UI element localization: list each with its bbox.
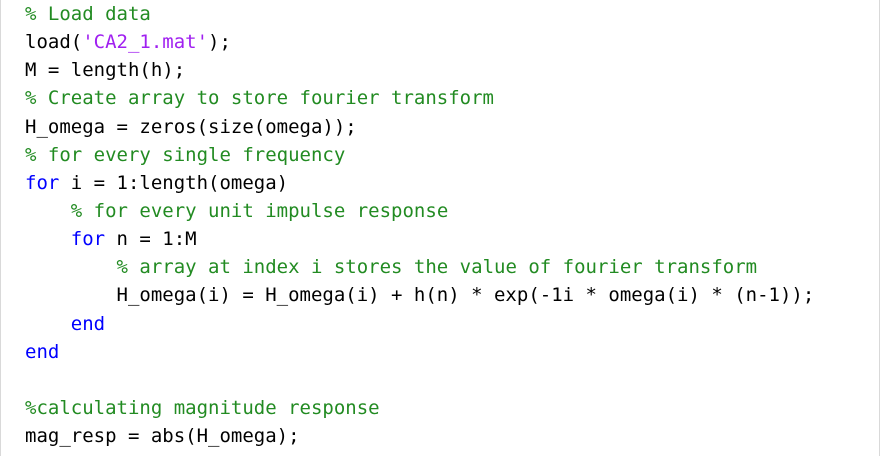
code-line[interactable]: H_omega(i) = H_omega(i) + h(n) * exp(-1i…: [25, 281, 815, 309]
code-token-plain: n = 1:M: [105, 228, 197, 251]
code-area[interactable]: % Load data load('CA2_1.mat'); M = length(…: [25, 0, 814, 450]
code-line[interactable]: end: [25, 338, 814, 366]
code-token-comment: % for every unit impulse response: [70, 199, 449, 222]
code-token-comment: % Create array to store fourier transfor…: [25, 87, 494, 110]
code-token-plain: H_omega = zeros(size(omega));: [25, 115, 357, 138]
code-token-comment: % for every single frequency: [25, 143, 346, 166]
code-token-plain: M = length(h);: [25, 59, 186, 82]
code-token-plain: H_omega(i) = H_omega(i) + h(n) * exp(-1i…: [25, 284, 815, 307]
code-line[interactable]: % Create array to store fourier transfor…: [25, 84, 814, 112]
code-line[interactable]: mag_resp = abs(H_omega);: [25, 422, 814, 450]
code-token-plain: );: [208, 31, 231, 54]
code-token-string: 'CA2_1.mat': [82, 31, 209, 54]
code-line[interactable]: H_omega = zeros(size(omega));: [25, 113, 814, 141]
code-token-plain: i = 1:length(omega): [59, 171, 289, 194]
code-token-plain: [25, 313, 71, 335]
code-token-plain: [25, 228, 71, 250]
code-token-keyword: end: [25, 340, 60, 363]
code-token-comment: %calculating magnitude response: [25, 396, 380, 419]
code-line[interactable]: for n = 1:M: [25, 225, 814, 253]
code-line[interactable]: % array at index i stores the value of f…: [25, 253, 814, 281]
code-line[interactable]: for i = 1:length(omega): [25, 169, 814, 197]
code-token-comment: % Load data: [25, 3, 151, 25]
code-token-comment: % array at index i stores the value of f…: [116, 256, 758, 279]
code-line[interactable]: end: [25, 310, 814, 338]
code-line[interactable]: % for every unit impulse response: [25, 197, 814, 225]
code-line[interactable]: load('CA2_1.mat');: [25, 28, 814, 56]
code-line[interactable]: % for every single frequency: [25, 141, 814, 169]
code-token-keyword: end: [70, 312, 106, 335]
code-token-plain: mag_resp = abs(H_omega);: [25, 425, 300, 448]
code-line[interactable]: % Load data: [25, 0, 814, 28]
code-token-keyword: for: [70, 228, 106, 251]
code-line[interactable]: M = length(h);: [25, 56, 814, 84]
code-token-keyword: for: [25, 171, 60, 194]
code-token-plain: [25, 200, 71, 222]
code-token-plain: load(: [25, 31, 83, 54]
code-line[interactable]: %calculating magnitude response: [25, 394, 814, 422]
code-line[interactable]: [25, 366, 814, 394]
code-token-plain: [25, 256, 117, 278]
